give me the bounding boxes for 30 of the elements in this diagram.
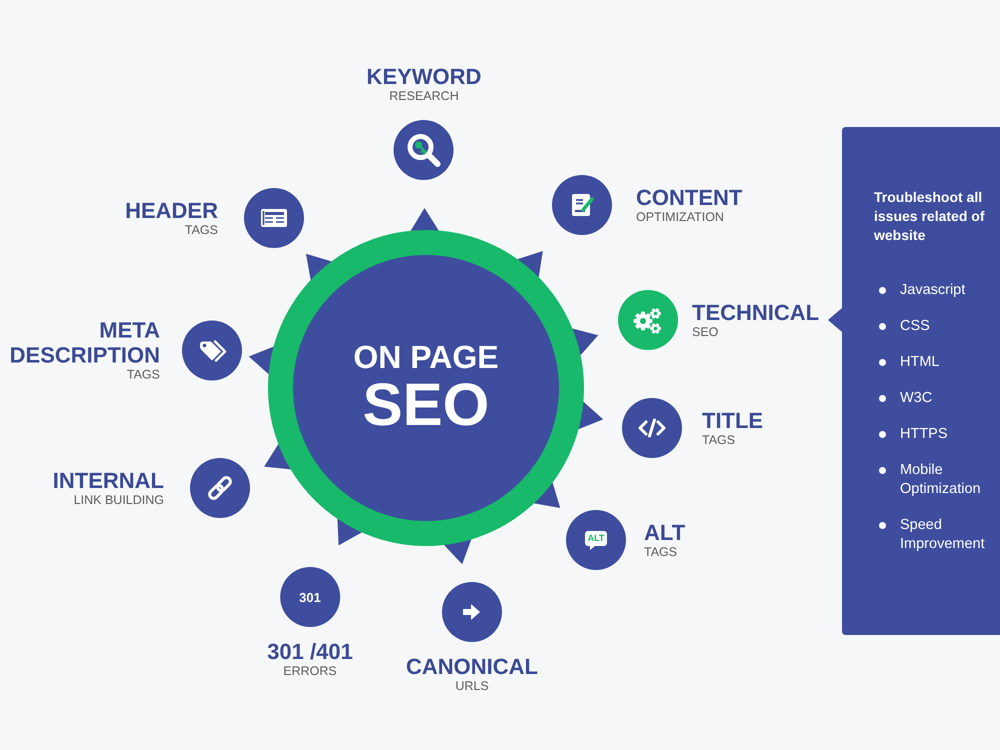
panel-intro: Troubleshoot all issues related of website: [874, 188, 986, 245]
hub-heading: SEO: [362, 374, 490, 436]
topic-subtitle: SEO: [692, 325, 718, 340]
topic-heading: META DESCRIPTION: [8, 318, 160, 368]
topic-heading: CONTENT: [636, 185, 742, 210]
topic-subtitle: URLS: [455, 679, 489, 694]
topic-heading: TECHNICAL: [692, 300, 820, 325]
topic-subtitle: TAGS: [702, 433, 736, 448]
list-item: CSS: [900, 317, 930, 336]
topic-heading: ALT: [644, 520, 686, 545]
topic-subtitle: TAGS: [644, 545, 678, 560]
topic-heading: KEYWORD: [366, 64, 482, 89]
topic-heading: INTERNAL: [52, 468, 164, 493]
topic-subtitle: RESEARCH: [389, 89, 459, 104]
topic-heading: HEADER: [125, 198, 218, 223]
list-item: HTTPS: [900, 425, 948, 444]
list-item: HTML: [900, 353, 940, 372]
hub-caption: ON PAGE: [353, 340, 499, 374]
topic-subtitle: OPTIMIZATION: [636, 210, 724, 225]
list-item: Mobile Optimization: [900, 461, 982, 499]
topic-heading: TITLE: [702, 408, 764, 433]
topic-heading: CANONICAL: [406, 654, 538, 679]
topic-subtitle: TAGS: [126, 368, 160, 382]
list-item: Javascript: [900, 281, 966, 300]
topic-heading: 301 /401: [267, 639, 353, 664]
topic-subtitle: LINK BUILDING: [74, 493, 164, 508]
list-item: W3C: [900, 389, 932, 408]
topic-subtitle: ERRORS: [283, 664, 337, 679]
list-item: Speed Improvement: [900, 516, 986, 554]
topic-subtitle: TAGS: [184, 223, 218, 238]
